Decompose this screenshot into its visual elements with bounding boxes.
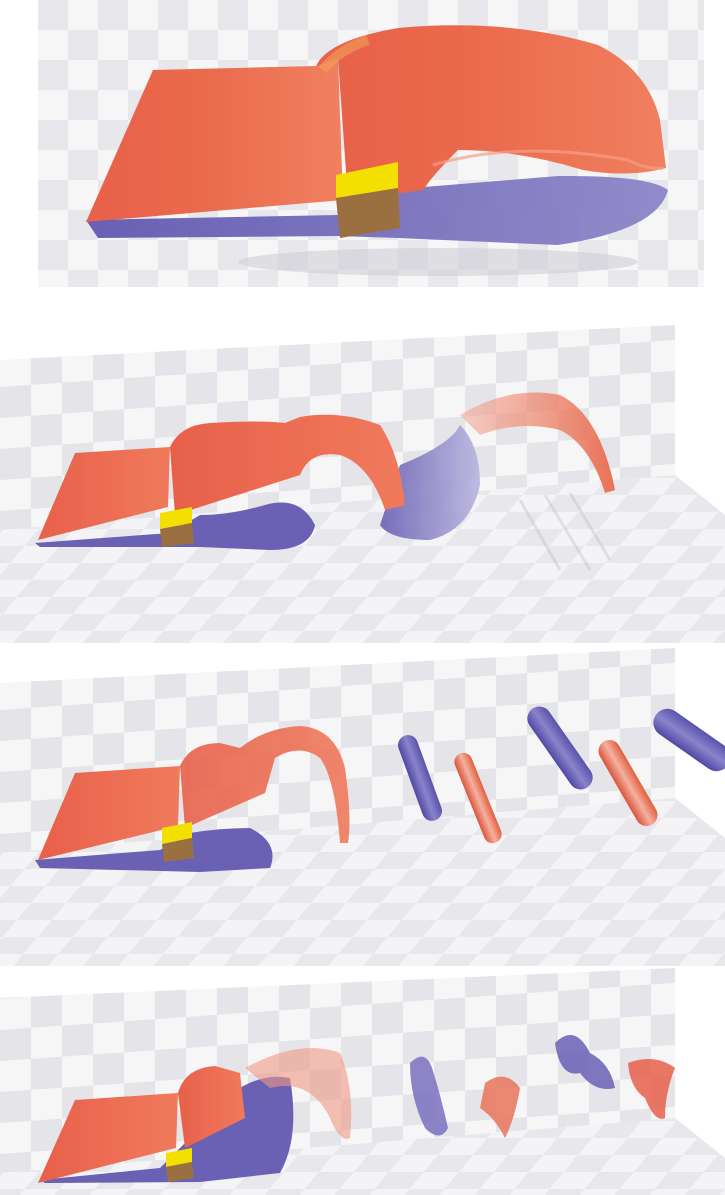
positive-sheet [38,447,170,540]
positive-sheet [86,58,343,222]
vortex-rod-negative-2 [527,706,593,790]
panel-3-render [0,648,725,966]
panel-1-render [38,0,704,287]
turbulent-blob-positive-2 [628,1059,675,1119]
panel-1-wake-sheet [38,0,704,287]
vortex-rod-negative-1 [398,735,442,821]
obstacle-front [162,838,194,862]
vortex-rod-positive-1 [454,752,502,844]
panel-2-wavy-sheet [0,325,725,643]
obstacle-front [336,188,400,238]
panel-3-vortex-rolls [0,648,725,966]
obstacle-front [160,523,194,547]
turbulent-blob-negative-2 [555,1035,615,1089]
positive-sheet-crest [316,25,666,200]
panel-4-turbulent-breakdown [0,968,725,1195]
turbulent-blob-positive-1 [480,1076,520,1138]
obstacle-top [336,162,398,198]
negative-wave [380,425,480,540]
panel-2-render [0,325,725,643]
obstacle-front [166,1162,194,1182]
positive-sheet [38,1093,178,1183]
positive-sheet [38,766,180,860]
positive-crest [178,1066,245,1148]
vortex-rod-positive-2 [598,739,658,827]
negative-sheet [35,502,315,550]
turbulent-blob-negative-1 [410,1056,448,1136]
panel-4-render [0,968,725,1195]
positive-crest [170,414,405,515]
turbulent-red-fringe [245,1048,352,1139]
vortex-rod-negative-3 [653,708,725,772]
obstacle-top [166,1148,192,1167]
obstacle-top [160,507,192,529]
obstacle-top [162,822,192,844]
negative-sheet [35,828,273,872]
positive-wave-faded [460,392,615,493]
positive-crest [180,726,350,843]
